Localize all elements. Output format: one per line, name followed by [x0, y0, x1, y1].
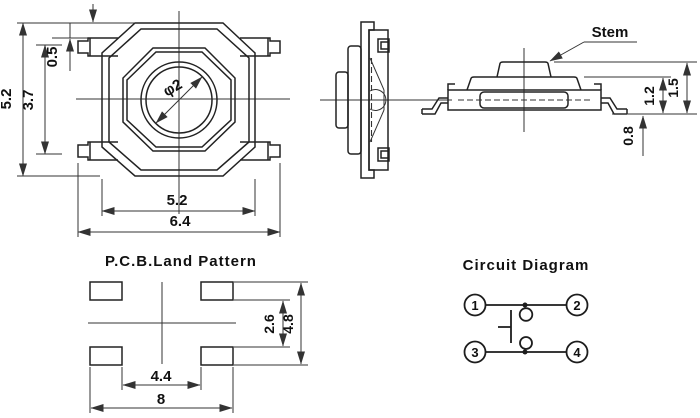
- top-view: φ2 5.2 3.7 0.5 5.2 6.4: [0, 4, 290, 237]
- solder-pads: [89, 281, 234, 366]
- stem-circle-inner: [145, 66, 213, 134]
- side-profile-stem: [335, 71, 349, 129]
- side-profile-view: [320, 21, 452, 179]
- terminal-3-circle: [463, 340, 487, 364]
- stem-callout-leader: [549, 41, 585, 62]
- pad-outer-v-label: 4.8: [280, 314, 296, 334]
- contact-span-label: 3.7: [20, 90, 37, 111]
- body-width-label: 5.2: [167, 192, 188, 209]
- side-profile-hidden-dome: [369, 57, 387, 143]
- body-height-extension-lines: [17, 22, 135, 177]
- terminal-1-number: 1: [471, 298, 478, 313]
- contact-bottom: [519, 336, 533, 350]
- pad-inner-h-label: 4.4: [151, 368, 173, 385]
- elevation-base: [447, 89, 602, 111]
- elevation-cover: [466, 76, 582, 91]
- total-height-label: 1.5: [665, 78, 681, 98]
- pad-inner-v-label: 2.6: [261, 314, 277, 334]
- total-width-label: 6.4: [170, 213, 192, 230]
- circuit-wires: [486, 304, 567, 353]
- corner-leads: [77, 37, 281, 161]
- stem-callout-label: Stem: [592, 24, 629, 41]
- pcb-land-pattern-title: P.C.B.Land Pattern: [105, 253, 257, 270]
- elevation-gullwing-leads: [421, 97, 628, 115]
- pad-outer-h-label: 8: [157, 391, 165, 408]
- junction-dot-top: [522, 302, 528, 308]
- elevation-extension-lines: [554, 61, 697, 115]
- lead-offset-label: 0.5: [44, 47, 61, 68]
- elevation-base-lips: [447, 83, 602, 90]
- terminal-3-number: 3: [471, 345, 478, 360]
- lead-offset-extension-lines: [52, 23, 88, 39]
- top-view-centerlines: [76, 11, 290, 214]
- stem-circle-outer: [140, 61, 218, 139]
- switch-body-outline: [101, 22, 256, 177]
- pcb-land-pattern: P.C.B.Land Pattern 2.6 4.8 4.4 8: [88, 253, 308, 413]
- lead-height-label: 0.8: [620, 126, 636, 146]
- stem-diameter-arrow: [155, 76, 203, 124]
- switch-actuator: [498, 310, 512, 343]
- cover-recess-octagon: [122, 47, 236, 152]
- stem-diameter-label: φ2: [160, 76, 185, 100]
- pcb-extension-lines: [89, 281, 308, 413]
- elevation-body-height-label: 1.2: [641, 86, 657, 106]
- terminal-1-circle: [463, 293, 487, 317]
- circuit-diagram-title: Circuit Diagram: [463, 257, 590, 274]
- front-elevation-view: Stem 1.5 1.2 0.8: [421, 24, 697, 156]
- switch-body-inner-shell: [108, 28, 250, 171]
- circuit-diagram: Circuit Diagram 1 2 3 4: [463, 257, 590, 364]
- pcb-crosshair-centerlines: [88, 282, 236, 364]
- terminal-4-number: 4: [573, 345, 581, 360]
- contact-top: [518, 307, 534, 322]
- side-profile-body-block: [368, 29, 389, 171]
- total-width-extension-lines: [77, 163, 281, 237]
- junction-dot-bottom: [522, 349, 528, 355]
- body-height-label: 5.2: [0, 89, 15, 110]
- contact-span-extension-lines: [36, 44, 62, 155]
- side-profile-terminal-tabs: [377, 38, 390, 162]
- elevation-stem: [496, 61, 552, 78]
- terminal-2-number: 2: [573, 298, 580, 313]
